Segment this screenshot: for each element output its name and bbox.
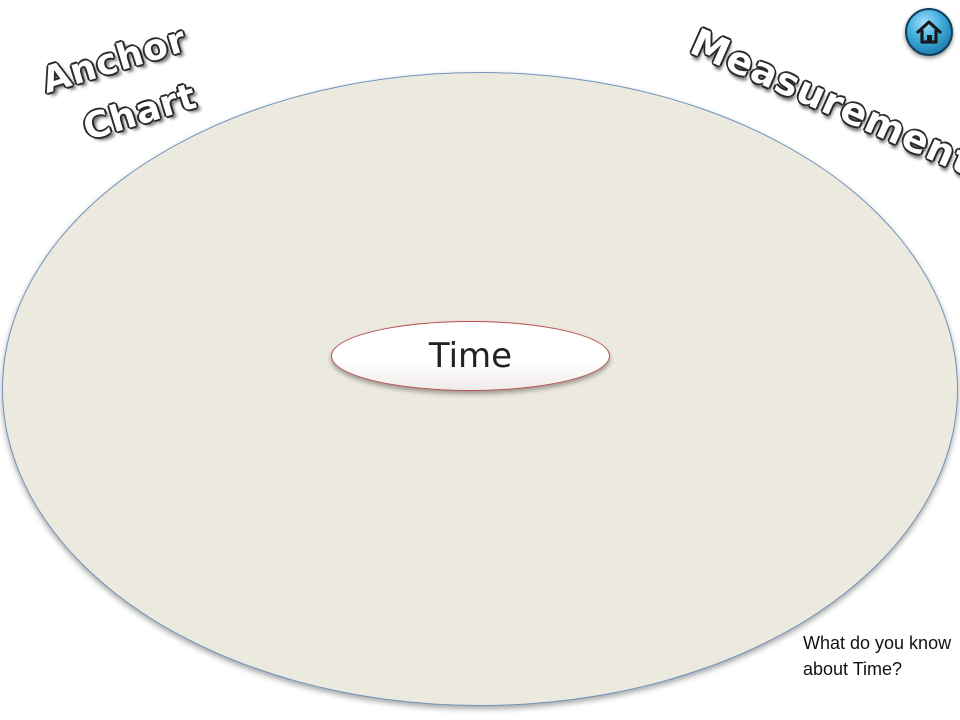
center-topic-oval: Time (331, 321, 610, 391)
home-button[interactable] (905, 8, 953, 56)
home-icon (916, 20, 942, 44)
prompt-text: What do you know about Time? (803, 633, 952, 679)
center-topic-label: Time (428, 336, 513, 376)
